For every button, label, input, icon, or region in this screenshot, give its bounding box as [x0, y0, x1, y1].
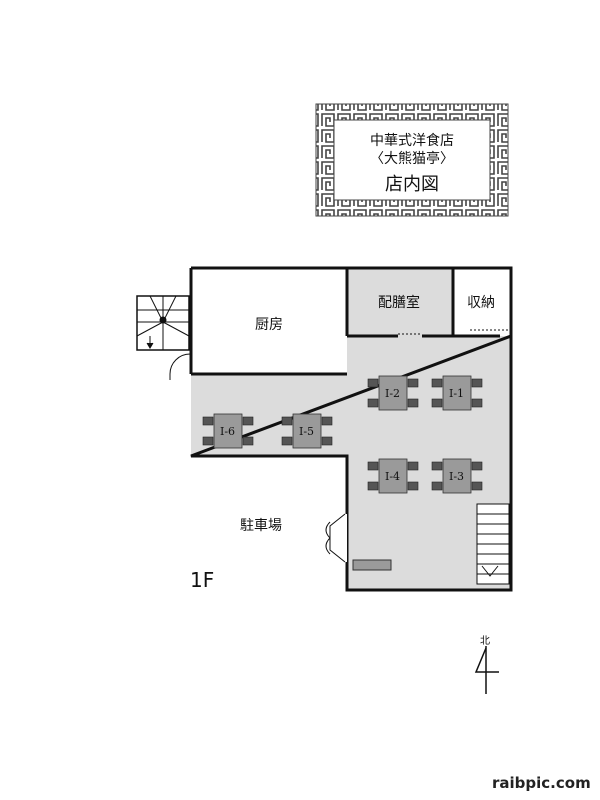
interior-stairs: [476, 503, 510, 585]
chair: [202, 436, 214, 446]
walls: [189, 266, 513, 592]
room-label-kitchen: 厨房: [255, 317, 283, 333]
chair: [242, 416, 254, 426]
chair: [242, 436, 254, 446]
entrance-doors: [325, 513, 347, 563]
title-block: 中華式洋食店 〈大熊猫亭〉 店内図: [336, 122, 488, 198]
chair: [407, 378, 419, 388]
title-frame: [315, 103, 509, 217]
chair: [367, 378, 379, 388]
watermark-text: raibpic.com: [492, 774, 591, 792]
table-top: [292, 413, 322, 449]
chair: [321, 436, 333, 446]
table-label: I-2: [385, 387, 401, 400]
chair: [281, 436, 293, 446]
table-top: [213, 413, 243, 449]
chair: [407, 398, 419, 408]
dining-table-I-5: [281, 413, 333, 449]
chair: [431, 461, 443, 471]
room-label-storage: 収納: [467, 295, 495, 311]
chair: [281, 416, 293, 426]
counter: [352, 559, 392, 571]
table-label: I-1: [449, 387, 465, 400]
table-label: I-5: [299, 425, 315, 438]
chair: [202, 416, 214, 426]
chair: [471, 398, 483, 408]
title-line-2: 〈大熊猫亭〉: [370, 151, 454, 167]
chair: [471, 461, 483, 471]
chair: [431, 378, 443, 388]
dining-table-I-1: [431, 375, 483, 411]
table-label: I-4: [385, 470, 401, 483]
room-label-pantry: 配膳室: [378, 295, 420, 311]
chair: [471, 378, 483, 388]
table-label: I-3: [449, 470, 465, 483]
title-line-1: 中華式洋食店: [370, 133, 454, 149]
table-label: I-6: [220, 425, 236, 438]
room-label-parking: 駐車場: [240, 518, 282, 534]
dining-table-I-6: [202, 413, 254, 449]
table-top: [378, 458, 408, 494]
table-top: [442, 458, 472, 494]
dining-table-I-2: [367, 375, 419, 411]
chair: [431, 398, 443, 408]
title-line-3: 店内図: [385, 174, 439, 195]
chair: [367, 398, 379, 408]
exterior-stairs: [136, 295, 191, 380]
table-top: [442, 375, 472, 411]
dining-table-I-3: [431, 458, 483, 494]
chair: [431, 481, 443, 491]
chair: [471, 481, 483, 491]
dining-table-I-4: [367, 458, 419, 494]
table-top: [378, 375, 408, 411]
pantry-door: [398, 329, 510, 335]
chair: [367, 461, 379, 471]
chair: [407, 461, 419, 471]
chair: [321, 416, 333, 426]
north-arrow: [474, 646, 499, 694]
chair: [367, 481, 379, 491]
floor-label: 1F: [190, 568, 215, 592]
north-label: 北: [480, 636, 490, 647]
chair: [407, 481, 419, 491]
